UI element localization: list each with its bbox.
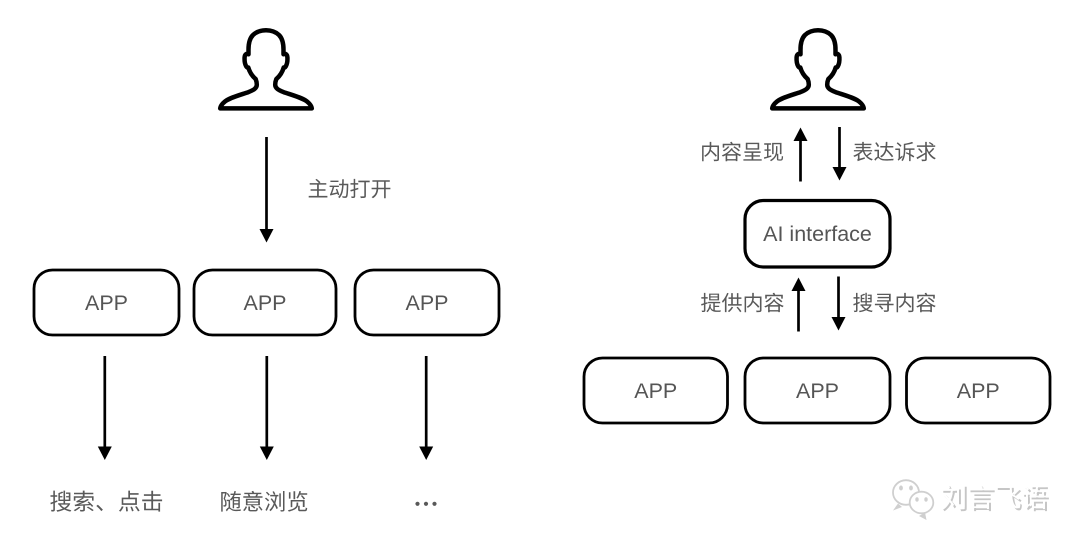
svg-text:APP: APP bbox=[957, 379, 1000, 403]
svg-text:APP: APP bbox=[634, 379, 677, 403]
svg-text:AI interface: AI interface bbox=[763, 222, 872, 246]
svg-text:APP: APP bbox=[796, 379, 839, 403]
svg-text:APP: APP bbox=[243, 291, 286, 315]
svg-text:APP: APP bbox=[85, 291, 128, 315]
svg-text:APP: APP bbox=[405, 291, 448, 315]
